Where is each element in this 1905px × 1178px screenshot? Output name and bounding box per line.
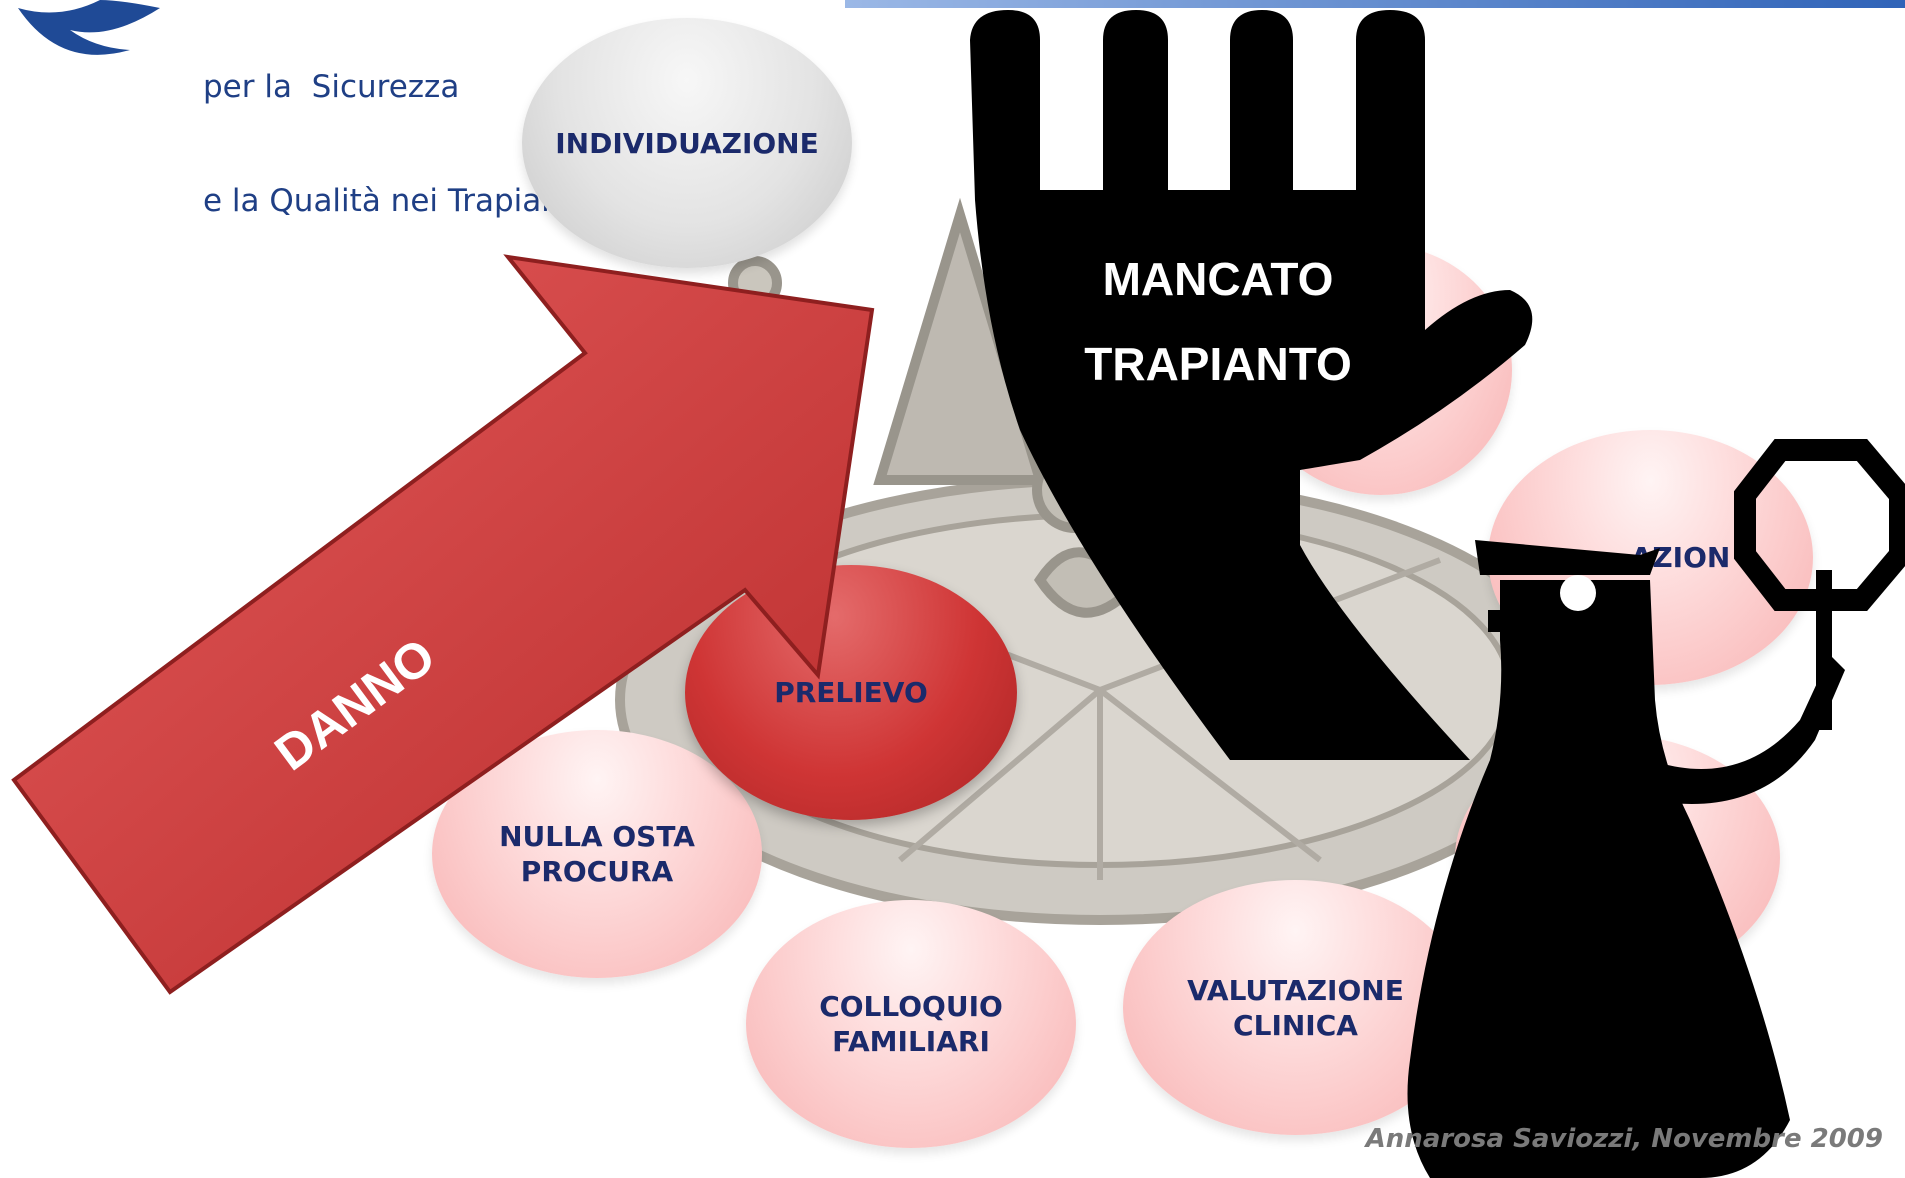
stop-sign-icon bbox=[1734, 439, 1905, 611]
bubble-nulla-osta-label: NULLA OSTA PROCURA bbox=[499, 820, 695, 888]
hand-text-line2: TRAPIANTO bbox=[1084, 338, 1352, 390]
header-bar bbox=[845, 0, 1905, 8]
logo-text: per la Sicurezza e la Qualità nei Trapia… bbox=[203, 0, 582, 258]
bubble-colloquio-label: COLLOQUIO FAMILIARI bbox=[819, 990, 1003, 1058]
danno-arrow-shape bbox=[11, 254, 875, 995]
policeman-body bbox=[1407, 580, 1790, 1178]
bubble-individuazione-label: INDIVIDUAZIONE bbox=[555, 126, 819, 160]
policeman-eye bbox=[1560, 575, 1596, 611]
bubble-individuazione: INDIVIDUAZIONE bbox=[522, 18, 852, 268]
policeman-hand bbox=[1488, 610, 1508, 632]
bubble-prelievo-label: PRELIEVO bbox=[774, 676, 928, 709]
bubble-prelievo: PRELIEVO bbox=[685, 565, 1017, 820]
logo-line-1: per la Sicurezza bbox=[203, 69, 460, 105]
bubble-colloquio: COLLOQUIO FAMILIARI bbox=[746, 900, 1076, 1148]
author-credit: Annarosa Saviozzi, Novembre 2009 bbox=[1365, 1124, 1883, 1154]
logo bbox=[0, 0, 200, 70]
policeman-arm bbox=[1650, 655, 1845, 804]
logo-line-2: e la Qualità nei Trapianti bbox=[203, 183, 582, 219]
hand-text-line1: MANCATO bbox=[1103, 253, 1334, 305]
policeman-hat bbox=[1475, 540, 1660, 575]
bubble-valutazione-label: VALUTAZIONE CLINICA bbox=[1187, 973, 1404, 1042]
bubble-nulla-osta: NULLA OSTA PROCURA bbox=[432, 730, 762, 978]
hand-silhouette bbox=[970, 10, 1533, 760]
logo-swoosh-icon bbox=[18, 0, 160, 55]
